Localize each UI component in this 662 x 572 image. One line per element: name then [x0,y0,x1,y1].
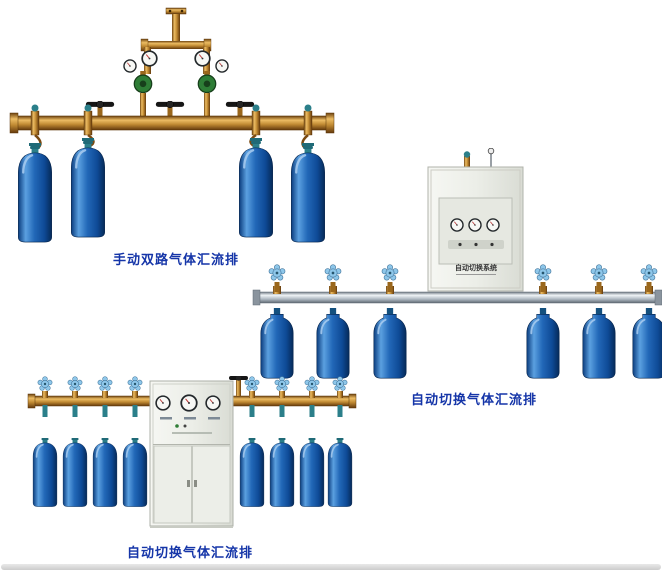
cylinder-valve-bar [82,138,94,141]
pressure-gauge [123,59,137,73]
cylinder-valves [268,264,658,294]
gas-cylinder [259,308,295,380]
cylinder-valve-bar [302,143,314,146]
manifold-pipe [252,289,662,306]
gas-cylinder [298,436,326,509]
pressure-gauge [155,395,171,411]
pipe-end-cap [252,289,261,306]
pressure-gauge [215,59,229,73]
gas-cylinder [326,436,354,509]
valve-knob [252,104,260,112]
gas-cylinder [238,436,266,509]
caption-manual-dual: 手动双路气体汇流排 [112,252,239,267]
figure-auto-switch-bottom [22,375,358,541]
valve-handwheel [97,376,113,391]
valve-handwheel [324,264,342,281]
valve-handwheel [381,264,399,281]
cylinder-valve-bar [250,138,262,141]
valve-handwheel [590,264,608,281]
control-cabinet: 自动切换系统 [427,147,524,292]
valve-handwheel [127,376,143,391]
valve-handwheel [274,376,290,391]
mini-gauge [487,147,495,155]
shutoff-valves [85,101,255,116]
gas-cylinder [372,308,408,380]
valve-knob [304,104,312,112]
gas-cylinder [581,308,617,380]
regulator [197,71,217,93]
valve-handwheel [332,376,348,391]
pressure-gauge [194,50,211,67]
figure-manual-dual-manifold [6,4,346,255]
control-cabinet [149,380,234,528]
shutoff-valve-handwheel [155,101,185,116]
valve-handwheel [640,264,658,281]
pressure-gauge [468,218,482,232]
valve-handwheel [67,376,83,391]
pipe-end-cap [9,112,19,134]
cylinder-valves [37,376,348,398]
gas-cylinder [69,141,107,239]
manifold-pipe [9,112,335,134]
outlet-valve [229,375,248,396]
valve-knob [31,104,39,112]
door-handle [187,480,190,487]
cylinder-connections [29,104,314,150]
gas-cylinder [315,308,351,380]
gas-cylinder [91,436,119,509]
gas-cylinder [16,146,54,244]
regulator [133,71,153,93]
cylinder-valve-bar [29,143,41,146]
pressure-gauge [205,395,221,411]
indicator-lights [448,240,504,249]
caption-auto-switch-right: 自动切换气体汇流排 [410,392,537,407]
door-handle [194,480,197,487]
cabinet-label: 自动切换系统 [455,263,497,272]
gas-cylinder [631,308,662,380]
gas-cylinders [259,308,662,380]
cabinet-door-right [192,445,231,524]
pipe-end-cap [348,393,357,409]
cabinet-door-left [153,445,192,524]
valve-handwheel [534,264,552,281]
pressure-gauge [450,218,464,232]
pressure-gauge [180,394,198,412]
gas-cylinder [31,436,59,509]
auto-switch-manifold-image-2 [27,375,357,528]
valve-knob [84,104,92,112]
pipe-end-cap [654,289,662,306]
pipe-end-cap [325,112,335,134]
gas-cylinder [525,308,561,380]
gas-cylinder [61,436,89,509]
caption-auto-switch-bottom: 自动切换气体汇流排 [126,545,253,560]
indicator-light [175,424,179,428]
valve-handwheel [37,376,53,391]
indicator-light [183,424,187,428]
pressure-gauge [141,50,158,67]
pipe-end-cap [27,393,36,409]
gas-cylinders [31,405,354,509]
pressure-regulators [123,50,229,116]
figure-auto-switch-right: 自动切换系统 [250,147,662,393]
valve-knob [463,151,471,158]
valve-handwheel [304,376,320,391]
manual-dual-manifold-image [9,7,335,244]
shutoff-valve-handwheel [225,101,255,116]
pressure-gauge [486,218,500,232]
page-bottom-divider [1,564,661,570]
gas-cylinder [121,436,149,509]
auto-switch-manifold-image: 自动切换系统 [252,147,662,380]
valve-handwheel [268,264,286,281]
gas-cylinder [268,436,296,509]
